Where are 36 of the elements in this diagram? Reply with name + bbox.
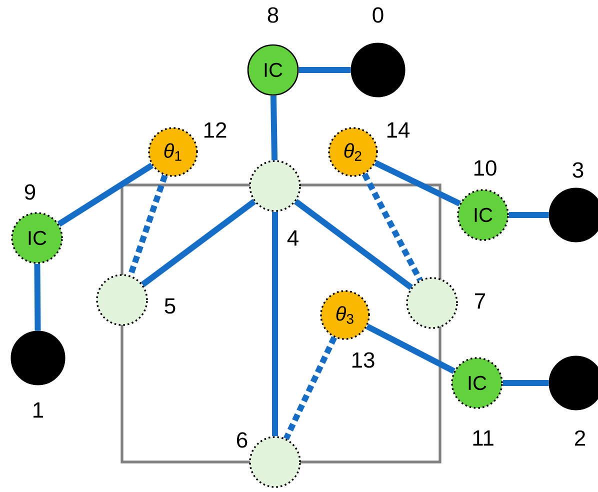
link-line [270, 96, 278, 160]
hub-circle [406, 277, 458, 329]
link-line [502, 380, 549, 386]
node-number: 6 [237, 432, 248, 448]
node-number: 7 [475, 293, 486, 309]
dashed-link [362, 172, 423, 282]
link-line [298, 67, 351, 73]
terminal-circle [548, 188, 598, 242]
link-line [508, 212, 549, 218]
link-line [366, 324, 456, 374]
hub-circle [249, 436, 301, 488]
node-number: 4 [287, 230, 298, 246]
node-number: 2 [575, 430, 586, 446]
link-line [272, 212, 278, 436]
node-number: 9 [24, 184, 36, 200]
node-number: 10 [474, 160, 496, 176]
node-number: 13 [352, 352, 374, 368]
terminal-circle [350, 42, 406, 98]
node-number: 5 [164, 298, 176, 314]
link-line [294, 199, 414, 290]
link-line [140, 199, 256, 287]
node-number: 12 [204, 122, 226, 138]
terminal-circle [10, 330, 66, 386]
link-line [57, 162, 154, 227]
node-number: 1 [34, 402, 44, 418]
dashed-link [283, 336, 338, 440]
node-number: 11 [473, 430, 494, 446]
hub-circle [249, 160, 301, 212]
link-line [374, 160, 462, 206]
node-number: 14 [387, 122, 410, 138]
link-line [34, 264, 41, 331]
node-number: 0 [372, 7, 384, 23]
node-number: 3 [572, 162, 584, 178]
terminal-circle [548, 356, 598, 410]
node-number: 8 [268, 7, 278, 23]
hub-circle [96, 274, 148, 326]
